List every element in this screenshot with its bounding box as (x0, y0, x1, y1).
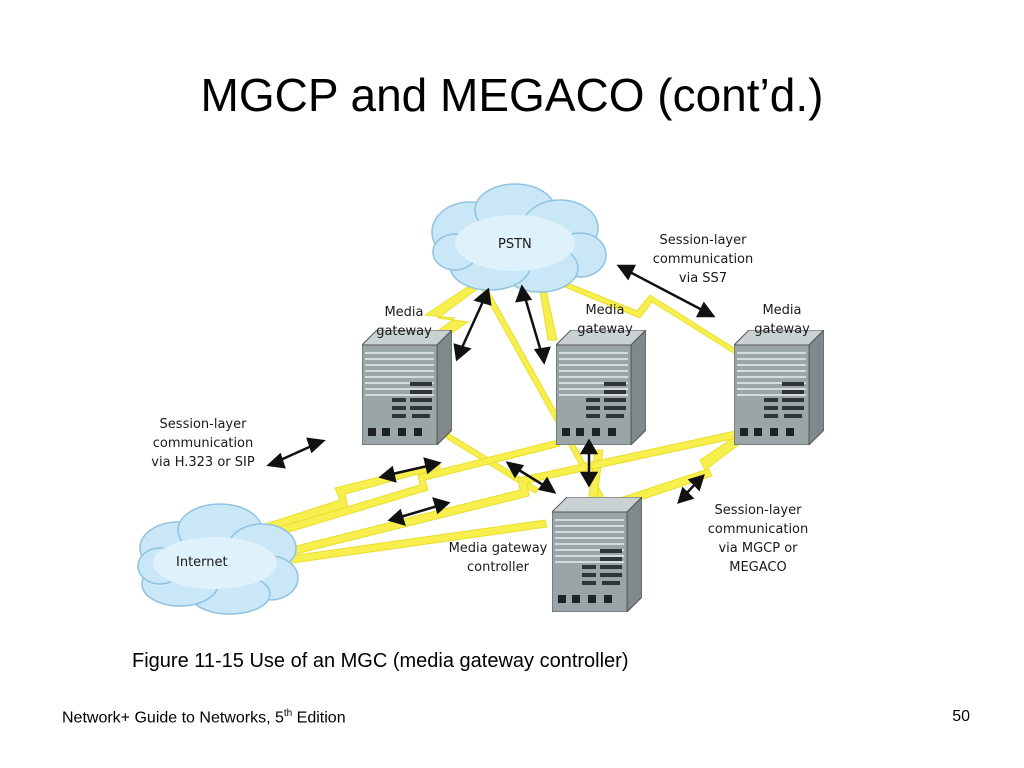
svg-text:via H.323 or SIP: via H.323 or SIP (151, 455, 255, 470)
ss7-annotation: Session-layer communication via SS7 (653, 233, 754, 286)
svg-text:Media gateway: Media gateway (449, 541, 548, 556)
svg-text:communication: communication (653, 252, 754, 267)
pstn-cloud: PSTN (431, 183, 607, 293)
svg-text:via MGCP or: via MGCP or (718, 541, 798, 556)
media-gateway-right-server (734, 330, 824, 445)
svg-text:controller: controller (467, 560, 530, 575)
figure-caption: Figure 11-15 Use of an MGC (media gatewa… (132, 650, 629, 672)
arrow-gw-left-controller (505, 461, 557, 494)
svg-text:Session-layer: Session-layer (160, 417, 248, 432)
svg-text:communication: communication (153, 436, 254, 451)
arrows (266, 264, 716, 526)
svg-text:MEGACO: MEGACO (729, 560, 786, 575)
arrow-internet-gw-a (378, 457, 442, 483)
svg-text:Session-layer: Session-layer (660, 233, 748, 248)
svg-text:Media: Media (585, 303, 624, 318)
svg-text:gateway: gateway (376, 324, 432, 339)
gateway-right-label: Media gateway (754, 303, 810, 337)
h323-sip-annotation: Session-layer communication via H.323 or… (151, 417, 255, 470)
svg-text:Media: Media (384, 305, 423, 320)
arrow-internet-gw-b (387, 497, 451, 526)
arrow-h323-sip (266, 437, 326, 469)
pstn-label: PSTN (498, 237, 532, 252)
svg-text:gateway: gateway (577, 322, 633, 337)
media-gateway-left-server (362, 330, 452, 445)
svg-text:Session-layer: Session-layer (715, 503, 803, 518)
page-number: 50 (952, 708, 970, 725)
link-pstn-gateway-middle (539, 289, 558, 341)
svg-text:communication: communication (708, 522, 809, 537)
svg-text:via SS7: via SS7 (679, 271, 727, 286)
arrow-pstn-gw-left (453, 287, 492, 362)
arrow-mgcp (677, 474, 705, 504)
gateway-middle-label: Media gateway (577, 303, 633, 337)
media-gateway-controller-server (552, 497, 642, 612)
internet-cloud: Internet (137, 503, 299, 615)
link-internet-gw-middle (219, 439, 561, 553)
media-gateway-middle-server (556, 330, 646, 445)
arrow-pstn-gw-middle (515, 284, 551, 365)
footer-book-title: Network+ Guide to Networks, 5th Edition (62, 708, 346, 727)
mgcp-megaco-annotation: Session-layer communication via MGCP or … (708, 503, 809, 575)
internet-label: Internet (176, 555, 228, 570)
svg-text:gateway: gateway (754, 322, 810, 337)
slide-title: MGCP and MEGACO (cont’d.) (200, 69, 824, 121)
arrow-ss7 (616, 264, 716, 318)
arrow-gw-middle-controller (579, 438, 599, 488)
lightning-links (199, 279, 751, 573)
controller-label: Media gateway controller (449, 541, 548, 575)
gateway-left-label: Media gateway (376, 305, 432, 339)
svg-text:Media: Media (762, 303, 801, 318)
